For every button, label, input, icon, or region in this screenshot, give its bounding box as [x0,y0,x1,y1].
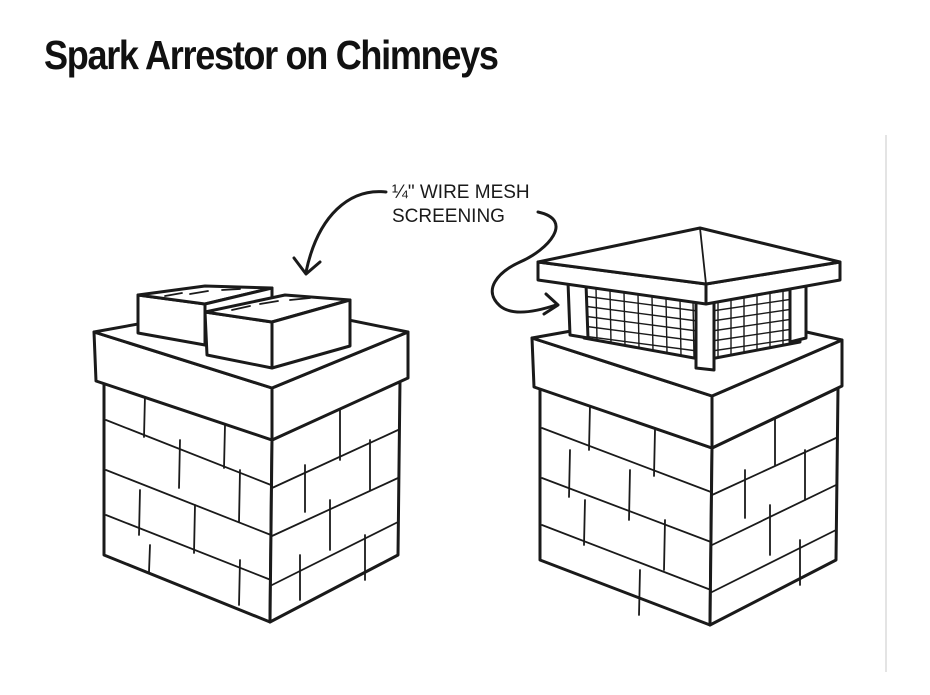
mesh-post-right [788,280,808,344]
callout-label: ¼" WIRE MESH SCREENING [392,182,530,227]
left-chimney-body [102,378,402,624]
left-chimney [92,284,410,624]
callout-line-2: SCREENING [392,206,505,227]
curved-arrow-icon [292,190,388,276]
callout-line-1: ¼" WIRE MESH [392,182,530,203]
page-title: Spark Arrestor on Chimneys [44,32,499,78]
mesh-post-front [694,296,716,372]
curved-arrow-icon [490,210,560,316]
chimney-hood [536,226,842,306]
wire-mesh-left [582,287,706,359]
left-top-bricks [136,284,352,370]
wire-mesh-right [704,290,801,358]
right-chimney-body [538,386,840,627]
mesh-post-left [566,280,590,340]
right-chimney [530,226,844,627]
